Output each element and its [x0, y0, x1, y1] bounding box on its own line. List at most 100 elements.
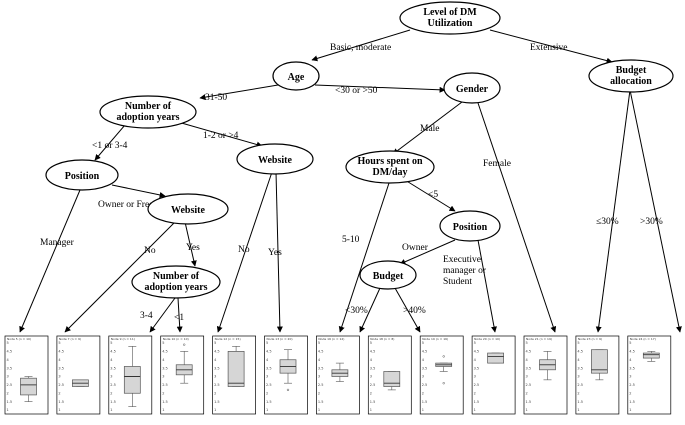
terminal-node-panel: Node 10 (n = 10)54.543.532.521.51 [160, 335, 205, 415]
edge-label-alloc-le30: ≤30% [596, 217, 619, 227]
y-tick-label: 5 [266, 341, 268, 345]
y-tick-label: 3 [58, 375, 60, 379]
outlier-point [183, 343, 186, 346]
terminal-node-panel: Node 5 (n = 10)54.543.532.521.51 [4, 335, 49, 415]
y-tick-label: 4.5 [266, 350, 272, 354]
node-position-2: Position [439, 210, 501, 242]
y-tick-label: 5 [162, 341, 164, 345]
y-tick-label: 4.5 [474, 350, 480, 354]
y-tick-label: 5 [629, 341, 631, 345]
y-tick-label: 4.5 [110, 350, 116, 354]
outlier-point [286, 388, 290, 392]
iqr-box [123, 366, 141, 394]
y-tick-label: 4 [422, 358, 425, 362]
y-tick-label: 4 [266, 358, 269, 362]
y-tick-label: 1 [370, 408, 372, 412]
y-tick-label: 2 [266, 391, 268, 395]
y-tick-label: 1 [214, 408, 216, 412]
edge-label-exec-student: Executive manager or Student [443, 255, 488, 287]
edge-budget-lt30 [359, 287, 381, 333]
terminal-node-panel: Node 12 (n = 15)54.543.532.521.51 [212, 335, 256, 415]
y-tick-label: 5 [58, 341, 60, 345]
edge-years2-lt1 [176, 297, 183, 333]
y-tick-label: 1 [629, 408, 631, 412]
panel-title: Node 13 (n = 20) [267, 337, 293, 341]
terminal-node-panel: Node 16 (n = 12)54.543.532.521.51 [316, 335, 360, 415]
panel-frame [4, 335, 49, 415]
y-tick-label: 1.5 [474, 400, 480, 404]
edge-website-left-no [64, 221, 176, 333]
edge-label-hours-5-10: 5-10 [342, 235, 360, 245]
y-tick-label: 2 [318, 391, 320, 395]
y-tick-label: 1.5 [422, 400, 428, 404]
panel-title: Node 23 (n = 9) [578, 337, 602, 341]
terminal-node-panel: Node 23 (n = 9)54.543.532.521.51 [575, 335, 620, 415]
terminal-node-panel: Node 24 (n = 17)54.543.532.521.51 [627, 335, 672, 415]
y-tick-label: 1 [266, 408, 268, 412]
edge-label-age-lt30-gt50: <30 or >50 [335, 86, 378, 96]
y-tick-label: 3 [162, 375, 164, 379]
y-tick-label: 3 [214, 375, 216, 379]
y-tick-label: 4.5 [318, 350, 324, 354]
edge-age-adoption-years [199, 84, 279, 101]
y-tick-label: 4.5 [629, 350, 635, 354]
y-tick-label: 2.5 [370, 383, 376, 387]
svg-text:Website: Website [171, 205, 205, 216]
y-tick-label: 2.5 [577, 383, 583, 387]
y-tick-label: 3.5 [318, 366, 324, 370]
y-tick-label: 1.5 [58, 400, 64, 404]
y-tick-label: 3.5 [370, 366, 376, 370]
y-tick-label: 4.5 [577, 350, 583, 354]
iqr-box [227, 351, 245, 387]
panel-title: Node 21 (n = 19) [526, 337, 552, 341]
y-tick-label: 2 [110, 391, 112, 395]
edge-label-extensive: Extensive [530, 43, 567, 53]
edge-gender-hours [392, 101, 463, 155]
y-tick-label: 1 [7, 408, 9, 412]
y-tick-label: 2.5 [58, 383, 64, 387]
y-tick-label: 4 [162, 358, 165, 362]
panel-frame [212, 335, 256, 415]
y-tick-label: 5 [422, 341, 424, 345]
y-tick-label: 2 [422, 391, 424, 395]
svg-text:Website: Website [258, 155, 292, 166]
outlier-point [442, 382, 445, 385]
y-tick-label: 4 [7, 358, 10, 362]
edge-label-owner-freelander: Owner or Freelander [98, 200, 178, 210]
edge-label-budget-gt40: >40% [403, 306, 426, 316]
y-tick-label: 3.5 [162, 366, 168, 370]
edge-label-female: Female [483, 159, 511, 169]
edge-label-years-1-2-gt4: 1-2 or >4 [203, 131, 239, 141]
terminal-node-panel: Node 21 (n = 19)54.543.532.521.51 [523, 335, 568, 415]
y-tick-label: 2 [629, 391, 631, 395]
y-tick-label: 1 [58, 408, 60, 412]
svg-text:Gender: Gender [456, 84, 489, 95]
y-tick-label: 4.5 [526, 350, 532, 354]
svg-text:Age: Age [288, 72, 305, 83]
edge-budget-alloc-gt30 [629, 89, 682, 333]
y-tick-label: 4 [577, 358, 580, 362]
y-tick-label: 4 [214, 358, 217, 362]
y-tick-label: 3.5 [474, 366, 480, 370]
edge-budget-alloc-le30 [595, 89, 631, 333]
y-tick-label: 3 [318, 375, 320, 379]
y-tick-label: 3 [422, 375, 424, 379]
panel-title: Node 20 (n = 10) [474, 337, 500, 341]
edge-hours-5-10 [338, 179, 391, 333]
y-tick-label: 2.5 [318, 383, 324, 387]
y-tick-label: 4 [474, 358, 477, 362]
panel-title: Node 24 (n = 17) [630, 337, 656, 341]
edge-website-left-yes [184, 221, 197, 267]
y-tick-label: 1.5 [577, 400, 583, 404]
y-tick-label: 2 [577, 391, 579, 395]
y-tick-label: 3.5 [577, 366, 583, 370]
node-gender: Gender [443, 72, 501, 104]
iqr-box [487, 352, 504, 364]
y-tick-label: 2 [58, 391, 60, 395]
svg-text:Budget: Budget [373, 271, 404, 282]
